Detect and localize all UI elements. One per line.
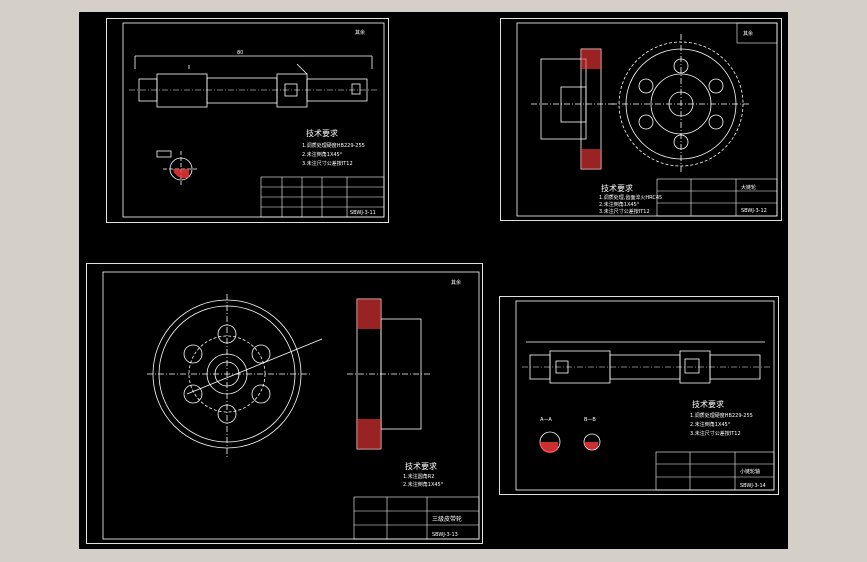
note-line-1: 1.调质处理硬度HB229-255 [690,412,753,419]
shaft-drawing: 其余 80 [122,22,385,218]
technical-requirements-title: 技术要求 [306,128,338,138]
sprocket-shaft-drawing: A—A B—B 技术要求 1.调质处理硬度HB229-255 2.未注倒角1X4… [515,300,775,491]
surface-roughness-note: 其余 [451,279,461,286]
note-line-3: 3.未注尺寸公差按IT12 [599,208,650,215]
overall-length-dimension: 80 [237,50,243,56]
drawing-sheet-sprocket-shaft: A—A B—B 技术要求 1.调质处理硬度HB229-255 2.未注倒角1X4… [499,296,779,495]
note-line-2: 2.未注倒角1X45° [599,201,640,208]
drawing-number: SBWJ-3-14 [740,483,766,489]
technical-requirements-title: 技术要求 [601,183,633,193]
surface-roughness-note: 其余 [743,30,753,37]
drawing-number: SBWJ-3-12 [741,208,767,214]
part-name: 小链轮轴 [740,468,760,475]
note-line-1: 1.调质处理,齿面淬火HRC45 [599,194,662,201]
drawing-canvas: 其余 80 [79,12,788,549]
drawing-sheet-pulley: 其余 [86,263,483,544]
part-name: 大链轮 [741,184,756,191]
surface-roughness-note: 其余 [355,29,365,36]
note-line-2: 2.未注倒角1X45° [403,481,444,488]
section-b-label: B—B [584,417,596,423]
drawing-number: SBWJ-3-13 [432,532,458,538]
part-name: 三级皮带轮 [432,515,462,523]
note-line-2: 2.未注倒角1X45° [690,421,731,428]
note-line-3: 3.未注尺寸公差按IT12 [690,430,741,437]
drawing-sheet-sprocket: 其余 [500,18,782,221]
section-a-label: A—A [540,417,552,423]
technical-requirements-title: 技术要求 [692,399,724,409]
drawing-sheet-shaft: 其余 80 [106,18,389,223]
sprocket-drawing: 其余 [516,22,778,217]
pulley-drawing: 其余 [102,271,480,540]
note-line-1: 1.未注圆角R2 [403,473,434,480]
technical-requirements-title: 技术要求 [405,461,437,471]
note-line-3: 3.未注尺寸公差按IT12 [302,160,353,167]
note-line-2: 2.未注倒角1X45° [302,151,343,158]
note-line-1: 1.调质处理硬度HB229-255 [302,142,365,149]
drawing-number: SBWJ-3-11 [350,210,376,216]
